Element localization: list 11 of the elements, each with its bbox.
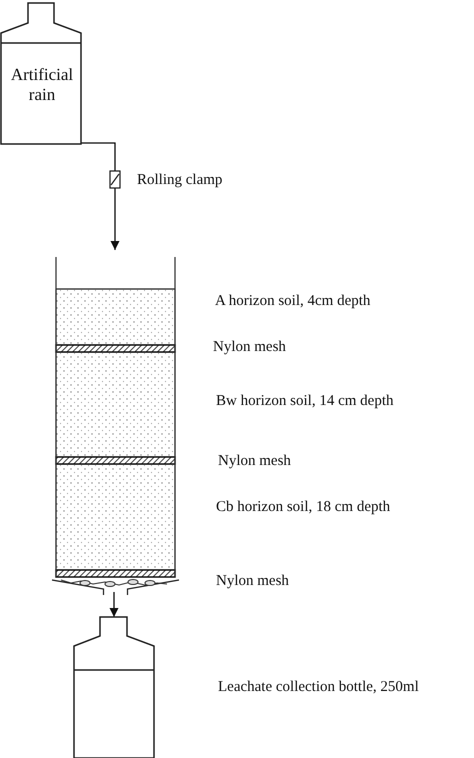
layer-label: Nylon mesh [218,453,291,470]
arrow [110,592,118,617]
layer-label: Bw horizon soil, 14 cm depth [216,393,394,410]
layer-label: Cb horizon soil, 18 cm depth [216,499,390,516]
arrow [81,142,120,250]
layer-label: A horizon soil, 4cm depth [215,293,370,310]
layer-label: Nylon mesh [213,339,286,356]
layer-label: Nylon mesh [216,573,289,590]
clamp-label: Rolling clamp [137,172,222,189]
bottle-label: Artificial rain [10,65,74,105]
layer-label: Leachate collection bottle, 250ml [218,679,419,696]
